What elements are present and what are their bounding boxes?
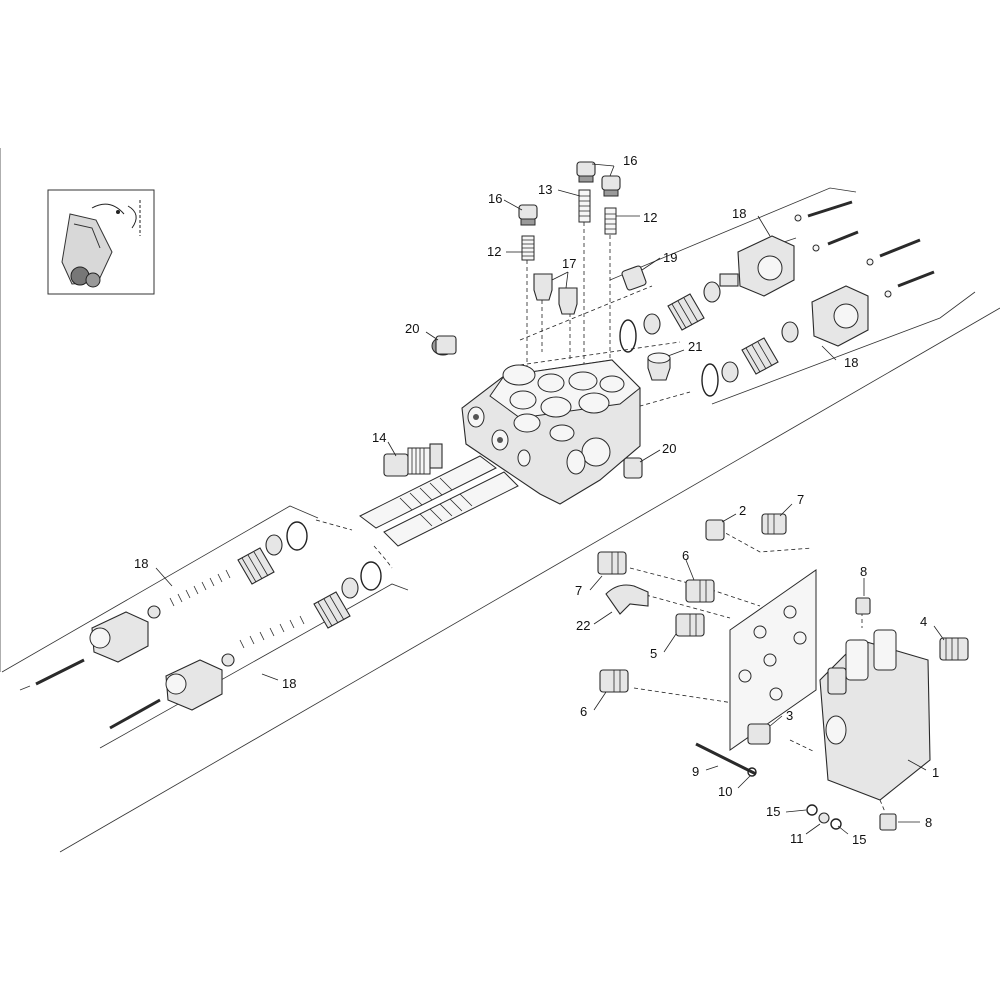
callout-20b: 20 [662,441,676,456]
callout-7b: 7 [575,583,582,598]
upper-right-sections [619,200,935,397]
callout-1: 1 [932,765,939,780]
right-valve-assembly [597,513,969,831]
callout-12a: 12 [643,210,657,225]
callout-22: 22 [576,618,590,633]
callout-12b: 12 [487,244,501,259]
callout-2: 2 [739,503,746,518]
callout-8b: 8 [925,815,932,830]
relief-valve [383,443,443,477]
callout-19: 19 [663,250,677,265]
callout-3: 3 [786,708,793,723]
valve-body-center [461,359,641,505]
callout-7a: 7 [797,492,804,507]
callout-4: 4 [920,614,927,629]
leader-lines [155,163,945,835]
callout-17: 17 [562,256,576,271]
spools [359,455,519,547]
lower-valve-frames [1,505,409,749]
cartridges [431,265,671,479]
callout-18c: 18 [134,556,148,571]
callout-18d: 18 [282,676,296,691]
lower-left-sections [35,521,382,730]
callout-14: 14 [372,430,386,445]
callout-18a: 18 [732,206,746,221]
callout-6b: 6 [580,704,587,719]
assembly-guides [315,222,886,813]
callout-18b: 18 [844,355,858,370]
callout-13: 13 [538,182,552,197]
callout-10: 10 [718,784,732,799]
page-border [0,148,1000,853]
callout-9: 9 [692,764,699,779]
top-fittings [518,161,621,261]
callout-6a: 6 [682,548,689,563]
callout-11: 11 [790,831,804,846]
callout-20a: 20 [405,321,419,336]
callout-15a: 15 [766,804,780,819]
callout-labels: 1 2 3 4 5 6 6 7 7 8 8 9 10 11 12 12 13 1… [134,153,939,847]
locator-thumbnail [47,189,155,295]
callout-16a: 16 [623,153,637,168]
callout-8a: 8 [860,564,867,579]
callout-15b: 15 [852,832,866,847]
callout-21: 21 [688,339,702,354]
callout-5: 5 [650,646,657,661]
callout-16b: 16 [488,191,502,206]
